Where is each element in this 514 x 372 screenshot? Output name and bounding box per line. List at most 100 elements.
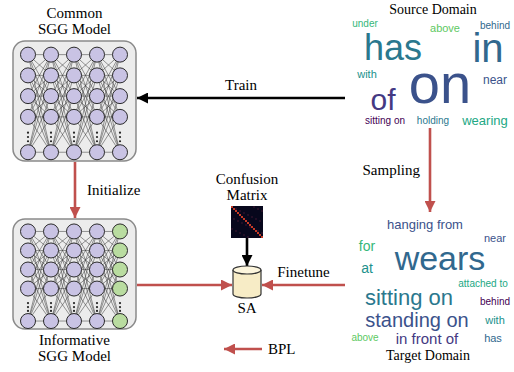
neuron bbox=[113, 89, 128, 104]
neuron bbox=[90, 68, 105, 83]
network-link bbox=[51, 55, 74, 117]
neuron bbox=[67, 314, 82, 329]
network-link bbox=[28, 55, 51, 117]
ellipsis-dot bbox=[50, 132, 52, 134]
text-slot: above bbox=[430, 23, 460, 34]
matrix-ground bbox=[231, 206, 263, 238]
matrix-cell bbox=[253, 206, 255, 208]
network-link bbox=[97, 96, 120, 152]
neuron bbox=[44, 243, 59, 258]
matrix-cell bbox=[237, 220, 239, 222]
bpl-label: BPL bbox=[268, 341, 296, 357]
matrix-cell bbox=[245, 220, 247, 222]
text-slot: with bbox=[485, 315, 505, 326]
cloud-word: under bbox=[352, 18, 378, 29]
cloud-word: behind bbox=[480, 296, 510, 307]
text-slot: of bbox=[370, 85, 395, 115]
ellipsis-dot bbox=[73, 310, 75, 312]
neuron bbox=[21, 281, 36, 296]
cloud-word: hanging from bbox=[387, 217, 463, 232]
cloud-word: near bbox=[484, 232, 506, 244]
neuron bbox=[90, 281, 105, 296]
ellipsis-dot bbox=[73, 140, 75, 142]
matrix-cell bbox=[255, 230, 257, 232]
neuron bbox=[90, 145, 105, 160]
network-link bbox=[51, 96, 74, 152]
cloud-word: above bbox=[430, 22, 460, 34]
network-link bbox=[51, 231, 74, 288]
neuron bbox=[67, 224, 82, 239]
ellipsis-dot bbox=[73, 132, 75, 134]
neuron bbox=[90, 47, 105, 62]
ellipsis-dot bbox=[119, 306, 121, 308]
text-slot: hanging from bbox=[387, 218, 463, 231]
text-slot: wears bbox=[395, 241, 486, 275]
neuron bbox=[90, 109, 105, 124]
neuron bbox=[113, 224, 128, 239]
text-slot: Source Domain bbox=[389, 3, 476, 17]
neuron bbox=[67, 262, 82, 277]
connector-arrow bbox=[137, 97, 345, 100]
matrix-cell bbox=[235, 208, 237, 210]
neuron bbox=[67, 243, 82, 258]
matrix-cell bbox=[253, 228, 255, 230]
network-link bbox=[74, 96, 97, 152]
model-frame bbox=[13, 41, 136, 161]
matrix-cell bbox=[237, 212, 239, 214]
text-slot: behind bbox=[480, 21, 510, 31]
ellipsis-dot bbox=[27, 132, 29, 134]
ellipsis-dot bbox=[96, 140, 98, 142]
network-link bbox=[51, 231, 74, 288]
network-link bbox=[74, 96, 97, 152]
matrix-cell bbox=[255, 218, 257, 220]
edge-label: Finetune bbox=[275, 264, 332, 280]
text-slot: behind bbox=[480, 297, 510, 307]
node-heading: Confusion Matrix bbox=[216, 171, 279, 203]
neuron bbox=[21, 314, 36, 329]
matrix-cell bbox=[245, 224, 247, 226]
network-link bbox=[74, 55, 97, 117]
text-slot: Confusion Matrix bbox=[205, 171, 289, 203]
text-slot: sitting on bbox=[365, 287, 453, 309]
network-link bbox=[28, 96, 51, 152]
ellipsis-dot bbox=[119, 302, 121, 304]
text-slot: in front of bbox=[396, 331, 459, 346]
matrix-cell bbox=[235, 230, 237, 232]
neuron bbox=[21, 243, 36, 258]
matrix-cell bbox=[261, 236, 263, 238]
cloud-word: wearing bbox=[462, 113, 508, 128]
network-link bbox=[51, 96, 74, 152]
matrix-cell bbox=[235, 210, 237, 212]
connector-arrow bbox=[262, 284, 345, 287]
ellipsis-dot bbox=[96, 310, 98, 312]
text-slot: on bbox=[409, 56, 471, 112]
matrix-cell bbox=[243, 218, 245, 220]
sa-cylinder: SA bbox=[232, 266, 262, 298]
ellipsis-dot bbox=[96, 132, 98, 134]
cloud-word: on bbox=[409, 52, 471, 115]
ellipsis-dot bbox=[96, 302, 98, 304]
cloud-word: wears bbox=[395, 239, 486, 277]
text-slot: Common SGG Model bbox=[33, 5, 117, 37]
neuron bbox=[113, 314, 128, 329]
text-slot: under bbox=[352, 19, 378, 29]
matrix-cell bbox=[261, 210, 263, 212]
ellipsis-dot bbox=[50, 140, 52, 142]
neuron bbox=[44, 68, 59, 83]
network-links bbox=[28, 231, 120, 321]
neuron bbox=[113, 47, 128, 62]
edge-label-slot: Initialize bbox=[85, 183, 142, 198]
neuron bbox=[90, 262, 105, 277]
text-slot: holding bbox=[417, 116, 449, 126]
matrix-cell bbox=[251, 216, 253, 218]
ellipsis-dot bbox=[119, 136, 121, 138]
matrix-cell bbox=[233, 208, 235, 210]
ellipsis-dot bbox=[119, 140, 121, 142]
text-slot: attached to bbox=[458, 279, 507, 289]
text-slot: in bbox=[472, 28, 503, 68]
cloud-word: sitting on bbox=[365, 115, 405, 126]
decoration bbox=[224, 349, 262, 350]
neuron bbox=[67, 89, 82, 104]
